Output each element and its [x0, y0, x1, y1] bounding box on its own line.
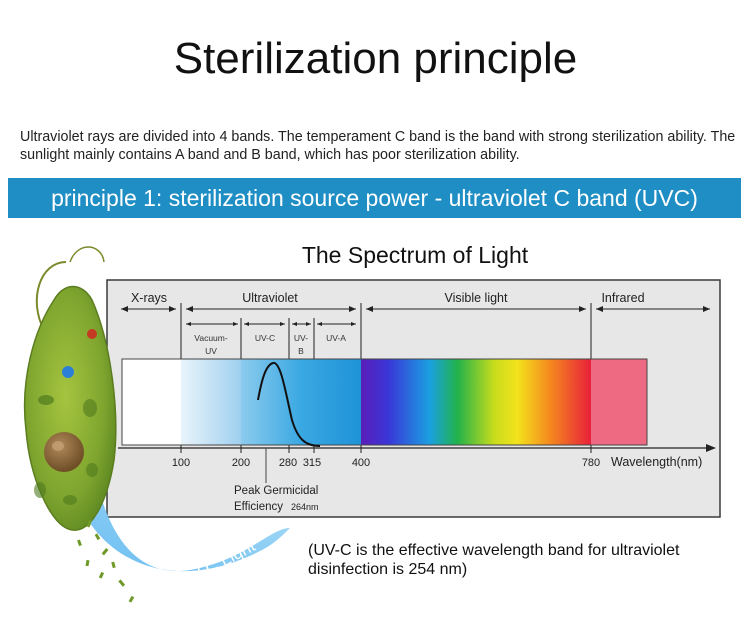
tick-label-100: 100	[172, 457, 190, 469]
visible-region	[361, 359, 591, 445]
peak-label-1: Peak Germicidal	[234, 485, 318, 497]
axis-label: Wavelength(nm)	[611, 455, 702, 469]
uv-region	[241, 359, 361, 445]
spectrum-title: The Spectrum of Light	[301, 242, 529, 268]
vacuum-uv-label-2: UV	[205, 346, 217, 356]
germ-illustration	[23, 246, 135, 603]
peak-label-2: Efficiency	[234, 501, 283, 513]
uvc-note: (UV-C is the effective wavelength band f…	[308, 542, 680, 578]
uvc-label: UV-C	[255, 333, 275, 343]
tick-label-315: 315	[303, 457, 321, 469]
axis-ticks	[180, 448, 592, 453]
germicidal-curve	[257, 362, 321, 447]
infrared-label: Infrared	[601, 291, 644, 305]
uvc-light-label: UV-C Light	[177, 536, 259, 591]
uvb-label-1: UV-	[294, 333, 308, 343]
tick-label-780: 780	[582, 457, 600, 469]
uvb-label-2: B	[298, 346, 304, 356]
uvc-light-beam	[70, 478, 290, 572]
page-title: Sterilization principle	[173, 34, 578, 83]
principle-banner: principle 1: sterilization source power …	[8, 178, 741, 218]
uva-label: UV-A	[326, 333, 346, 343]
vacuum-uv-label-1: Vacuum-	[194, 333, 228, 343]
tick-label-200: 200	[232, 457, 250, 469]
vacuum-uv-region	[181, 359, 241, 445]
tick-label-280: 280	[279, 457, 297, 469]
ultraviolet-label: Ultraviolet	[242, 291, 298, 305]
band-arrowheads	[121, 306, 710, 326]
intro-text: Ultraviolet rays are divided into 4 band…	[20, 129, 736, 163]
axis-arrow	[706, 444, 716, 452]
visible-light-label: Visible light	[444, 291, 508, 305]
tick-label-400: 400	[352, 457, 370, 469]
peak-value: 264nm	[291, 502, 319, 512]
infrared-region	[591, 359, 647, 445]
xrays-label: X-rays	[131, 291, 167, 305]
